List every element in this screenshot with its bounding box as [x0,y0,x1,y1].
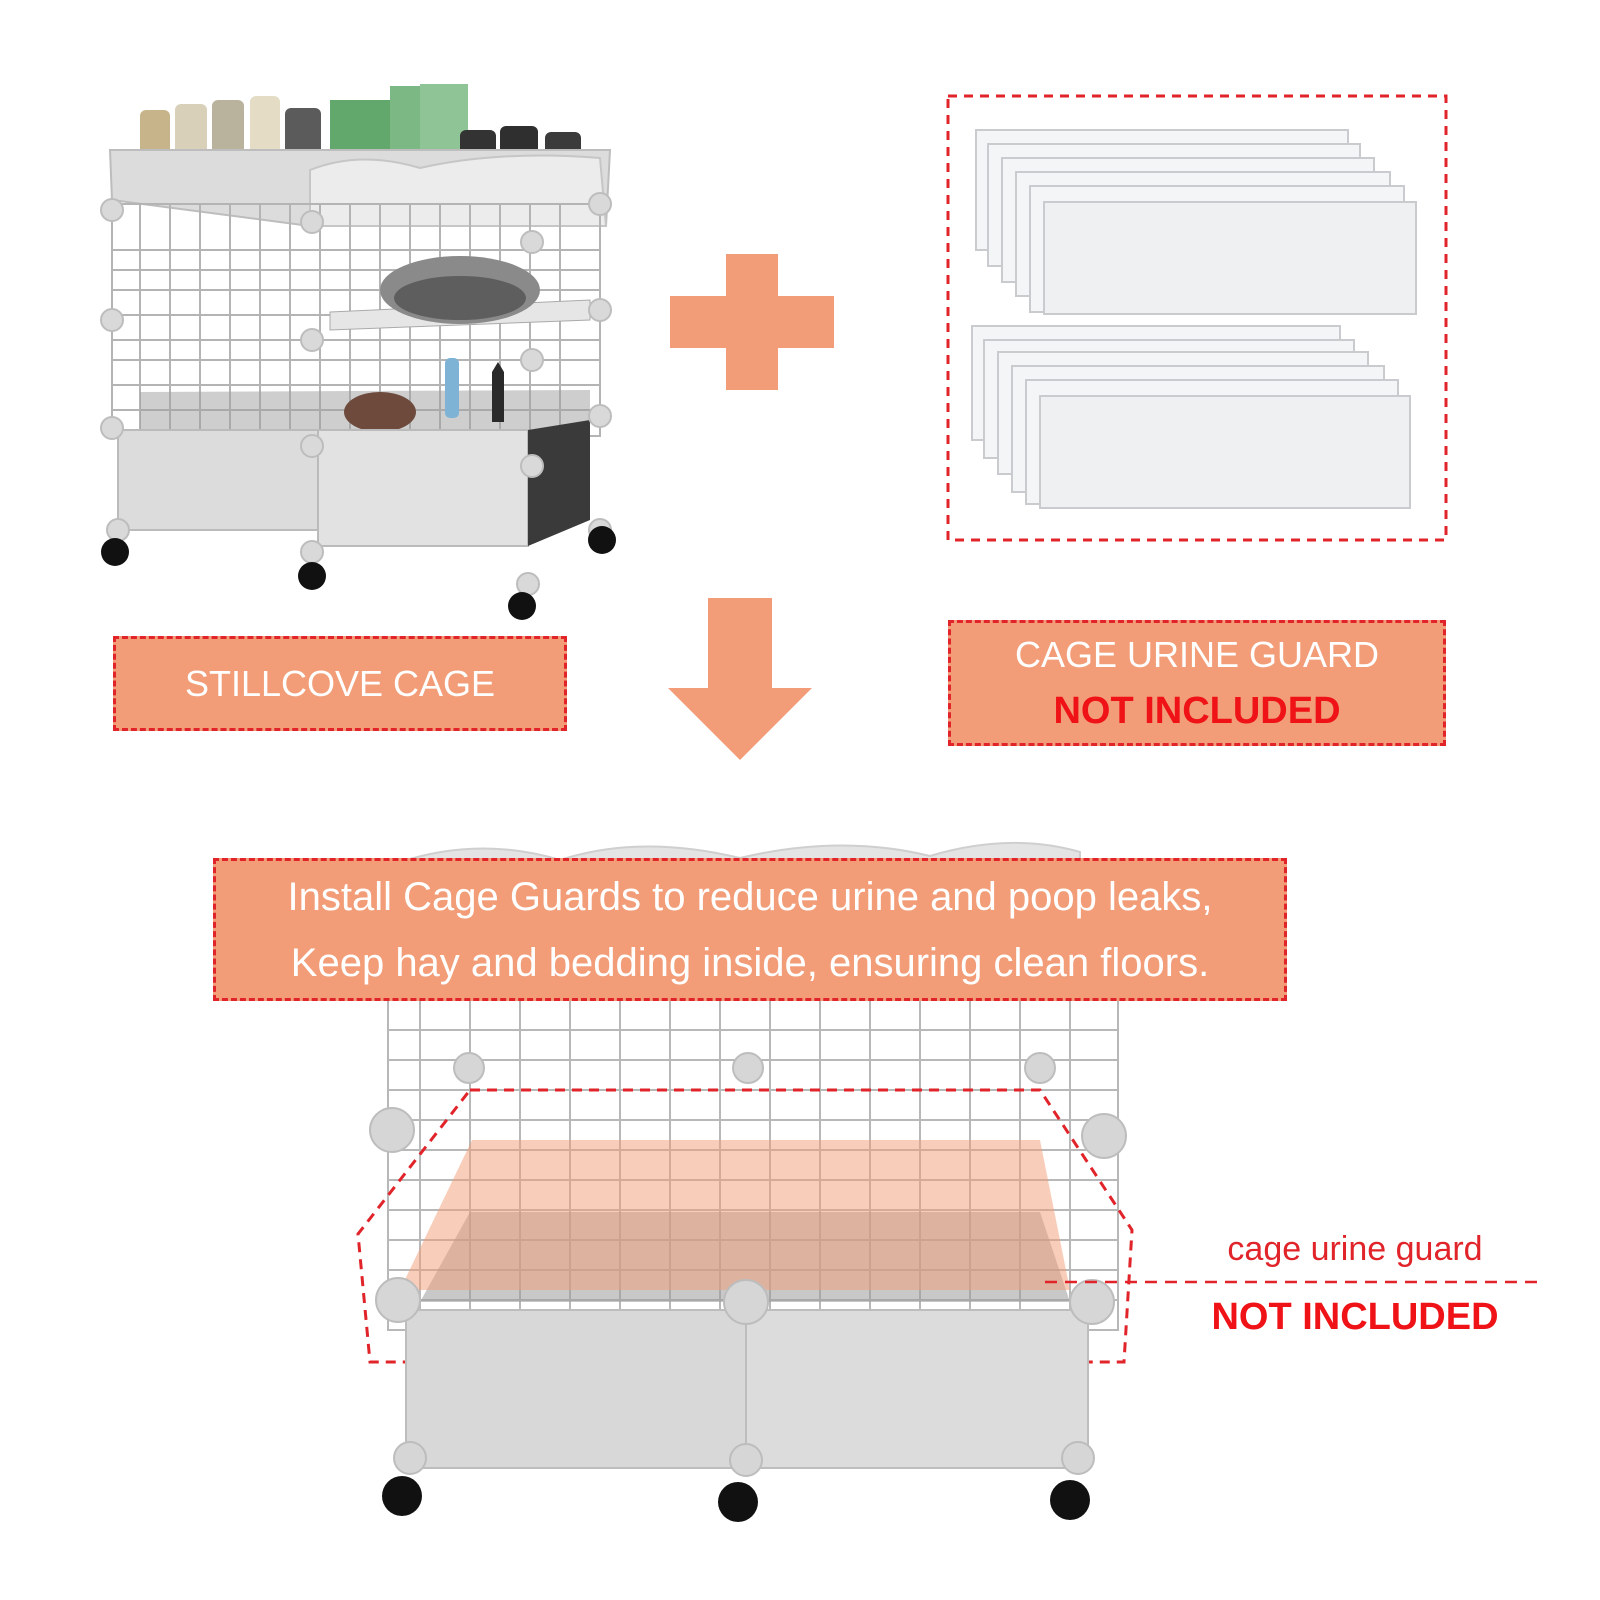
stillcove-cage-image [100,84,616,620]
guard-not-included-text: NOT INCLUDED [1053,690,1341,732]
stillcove-cage-text: STILLCOVE CAGE [184,662,496,704]
plus-icon [670,254,834,390]
install-instructions-box: Install Cage Guards to reduce urine and … [213,858,1287,1001]
cage-urine-guard-label: CAGE URINE GUARD NOT INCLUDED [948,620,1446,746]
side-not-included-label: NOT INCLUDED [1211,1296,1499,1338]
side-guard-label: cage urine guard [1227,1230,1483,1268]
guard-title-text: CAGE URINE GUARD [1014,634,1380,675]
install-line-2: Keep hay and bedding inside, ensuring cl… [290,940,1210,985]
installed-cage-image [356,841,1540,1522]
arrow-down-icon [668,598,812,760]
stillcove-cage-label: STILLCOVE CAGE [113,636,567,731]
urine-guard-panels-image [946,94,1448,542]
install-line-1: Install Cage Guards to reduce urine and … [287,874,1213,919]
